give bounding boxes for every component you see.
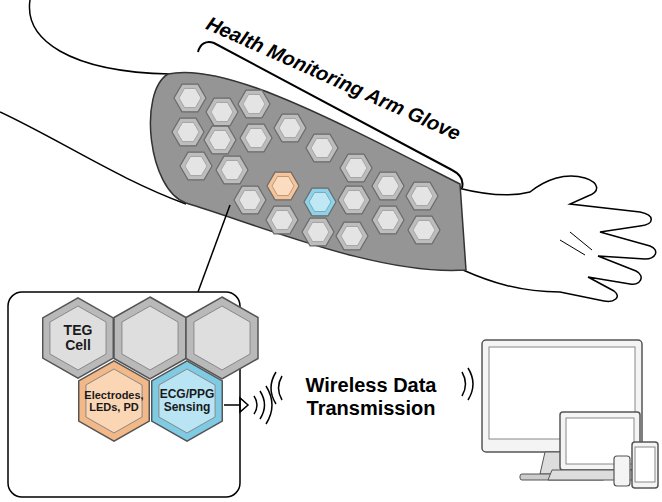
tablet [632, 442, 658, 488]
teg-cell-hex [194, 306, 250, 370]
wireless-waves [462, 368, 473, 400]
arm-glove [150, 72, 466, 270]
sensor-hex: ECG/PPG Sensing [151, 360, 223, 442]
transmission-label: Wireless Data Transmission [286, 374, 456, 420]
phone [614, 456, 630, 486]
teg-cell-hex [122, 306, 178, 370]
palm-lines [560, 232, 592, 255]
sensor-hex: Electrodes, LEDs, PD [78, 360, 150, 442]
hand-outline [458, 176, 656, 301]
hex-label: Electrodes, LEDs, PD [78, 360, 150, 442]
hex-label: ECG/PPG Sensing [151, 360, 223, 442]
arm-outline [29, 0, 170, 74]
wireless-waves [254, 386, 272, 424]
leader-line [198, 205, 230, 292]
wireless-waves [271, 372, 282, 404]
antenna-symbol [224, 398, 248, 412]
